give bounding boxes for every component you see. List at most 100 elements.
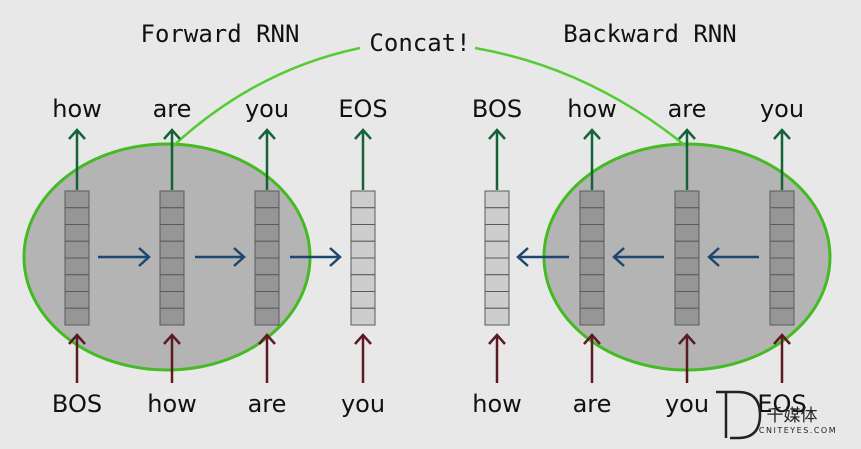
- watermark-site: CNITEYES.COM: [759, 426, 837, 435]
- forward-output-label: you: [245, 95, 289, 123]
- input-arrow-head: [258, 333, 276, 345]
- cell-unit: [350, 207, 376, 225]
- backward-input-labels: how are you EOS: [472, 390, 806, 418]
- output-arrow-head: [163, 128, 181, 140]
- cell-unit: [674, 224, 700, 242]
- cell-unit: [579, 257, 605, 276]
- cell-unit: [159, 207, 185, 225]
- concat-line-left: [171, 46, 361, 148]
- cell-unit: [484, 257, 510, 276]
- forward-output-label: EOS: [338, 95, 387, 123]
- cell-unit: [64, 190, 90, 209]
- backward-input-label: EOS: [757, 390, 806, 418]
- cell-unit: [159, 274, 185, 292]
- cell-unit: [350, 240, 376, 259]
- watermark-brand: 千媒体: [767, 406, 818, 426]
- cell-unit: [350, 257, 376, 276]
- cell-unit: [254, 240, 280, 259]
- cell-unit: [484, 207, 510, 225]
- input-arrow-head: [354, 333, 372, 345]
- backward-output-label: you: [760, 95, 804, 123]
- backward-input-label: you: [665, 390, 709, 418]
- cell-unit: [769, 240, 795, 259]
- cell-unit: [159, 190, 185, 209]
- forward-output-label: how: [52, 95, 102, 123]
- cell-unit: [674, 207, 700, 225]
- forward-hidden-arrow-head: [233, 247, 246, 267]
- watermark: 千媒体 CNITEYES.COM: [716, 390, 837, 440]
- forward-cell-3: [254, 190, 280, 326]
- cell-unit: [254, 274, 280, 292]
- output-arrow-head: [583, 128, 601, 140]
- cell-unit: [254, 291, 280, 309]
- input-arrow-head: [678, 333, 696, 345]
- cell-unit: [350, 307, 376, 326]
- cell-unit: [64, 240, 90, 259]
- cell-unit: [159, 257, 185, 276]
- cell-unit: [579, 207, 605, 225]
- cell-unit: [159, 240, 185, 259]
- backward-hidden-arrow-head: [516, 247, 529, 267]
- cell-unit: [674, 274, 700, 292]
- cell-unit: [674, 190, 700, 209]
- output-arrows: [68, 128, 791, 190]
- cell-unit: [674, 307, 700, 326]
- cell-unit: [484, 291, 510, 309]
- forward-input-label: you: [341, 390, 385, 418]
- cell-unit: [484, 240, 510, 259]
- backward-cell-1: [484, 190, 510, 326]
- backward-cell-2: [579, 190, 605, 326]
- backward-hidden-arrow-head: [612, 247, 625, 267]
- output-arrow-head: [258, 128, 276, 140]
- cell-unit: [64, 274, 90, 292]
- cell-unit: [64, 257, 90, 276]
- concat-line-right: [474, 46, 688, 148]
- cell-unit: [674, 240, 700, 259]
- input-arrow-head: [583, 333, 601, 345]
- forward-input-label: BOS: [52, 390, 102, 418]
- cell-unit: [159, 224, 185, 242]
- backward-output-labels: BOS how are you: [472, 95, 804, 123]
- forward-cell-2: [159, 190, 185, 326]
- cell-unit: [769, 274, 795, 292]
- cell-unit: [64, 291, 90, 309]
- cell-unit: [350, 291, 376, 309]
- forward-hidden-arrow-head: [138, 247, 151, 267]
- cell-unit: [159, 291, 185, 309]
- cell-unit: [579, 224, 605, 242]
- input-arrows: [68, 333, 791, 383]
- forward-input-labels: BOS how are you: [52, 390, 385, 418]
- output-arrow-head: [678, 128, 696, 140]
- cell-unit: [769, 190, 795, 209]
- backward-rnn-title: Backward RNN: [563, 20, 736, 48]
- backward-cell-4: [769, 190, 795, 326]
- output-arrow-head: [354, 128, 372, 140]
- cell-unit: [64, 307, 90, 326]
- cell-unit: [579, 291, 605, 309]
- forward-hidden-arrow-head: [329, 247, 342, 267]
- cell-unit: [254, 224, 280, 242]
- cell-unit: [769, 257, 795, 276]
- cell-unit: [350, 190, 376, 209]
- cell-unit: [254, 207, 280, 225]
- cell-unit: [254, 307, 280, 326]
- forward-cell-1: [64, 190, 90, 326]
- output-arrow-head: [488, 128, 506, 140]
- cell-unit: [484, 224, 510, 242]
- output-arrow-head: [68, 128, 86, 140]
- forward-input-label: are: [248, 390, 287, 418]
- cell-unit: [674, 291, 700, 309]
- cell-unit: [674, 257, 700, 276]
- cell-unit: [64, 224, 90, 242]
- forward-output-labels: how are you EOS: [52, 95, 387, 123]
- backward-cell-3: [674, 190, 700, 326]
- cell-unit: [579, 307, 605, 326]
- cell-unit: [484, 190, 510, 209]
- cell-unit: [484, 274, 510, 292]
- forward-rnn-title: Forward RNN: [141, 20, 300, 48]
- cell-unit: [769, 307, 795, 326]
- backward-output-label: are: [668, 95, 707, 123]
- cell-unit: [769, 224, 795, 242]
- backward-hidden-arrow-head: [707, 247, 720, 267]
